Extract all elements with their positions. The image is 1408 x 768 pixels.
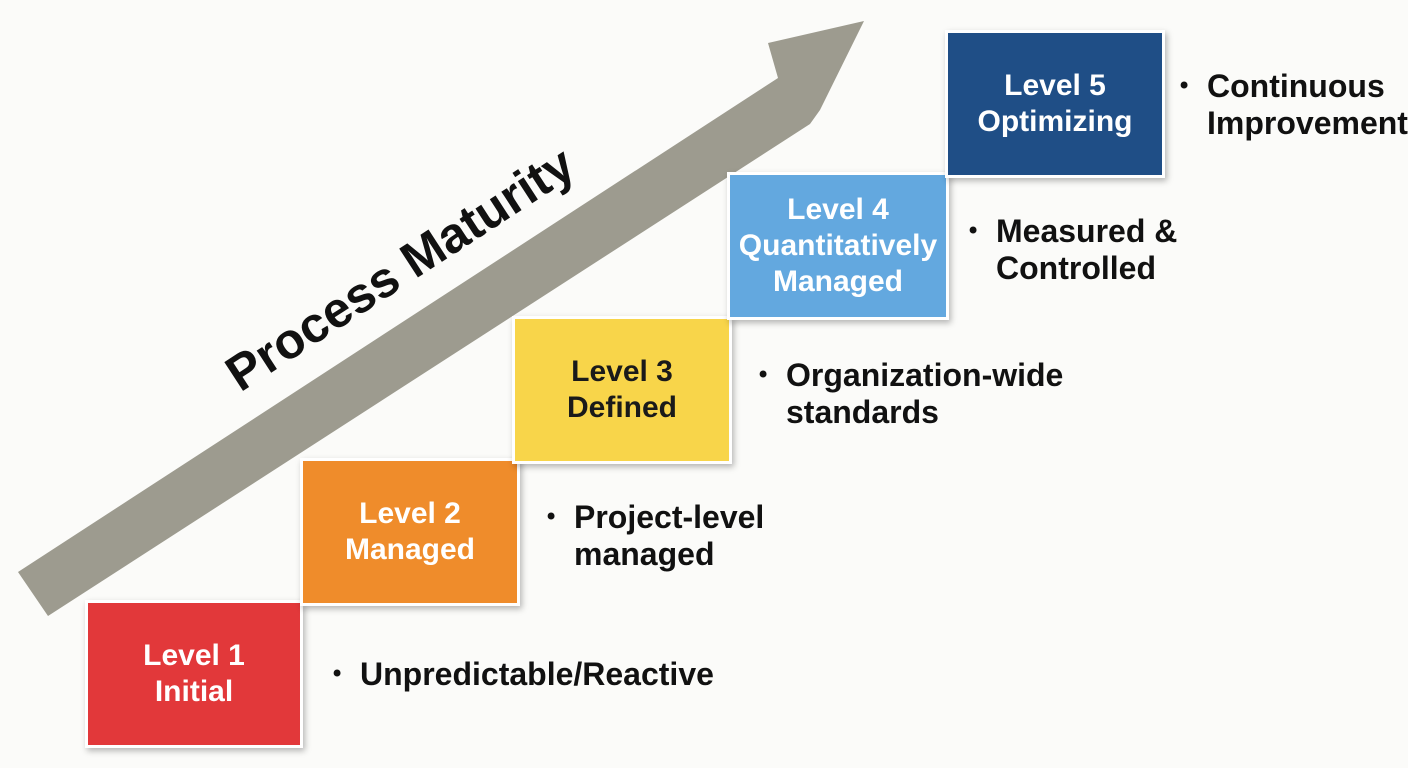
- level-2-description-line-2: managed: [574, 536, 715, 572]
- bullet-icon: •: [756, 361, 771, 389]
- level-5-description-line-1: Continuous: [1207, 68, 1385, 104]
- level-5-number: Level 5: [1004, 69, 1106, 102]
- level-2-number: Level 2: [359, 497, 461, 530]
- level-1-box: Level 1 Initial: [85, 600, 303, 748]
- level-3-box: Level 3 Defined: [512, 316, 732, 464]
- level-3-number: Level 3: [571, 355, 673, 388]
- level-5-description: • Continuous Improvement: [1177, 68, 1408, 142]
- bullet-icon: •: [1177, 72, 1192, 100]
- level-3-description: • Organization-wide standards: [756, 357, 1063, 431]
- level-4-description-line-1: Measured &: [996, 213, 1178, 249]
- bullet-icon: •: [966, 217, 981, 245]
- level-3-description-line-1: Organization-wide: [786, 357, 1064, 393]
- level-4-name-line-2: Managed: [772, 265, 904, 298]
- level-1-description-line-1: Unpredictable/Reactive: [360, 656, 714, 692]
- level-2-box: Level 2 Managed: [300, 458, 520, 606]
- level-4-name-line-1: Quantitatively: [738, 229, 938, 262]
- level-5-description-line-2: Improvement: [1207, 105, 1408, 141]
- level-5-box: Level 5 Optimizing: [945, 30, 1165, 178]
- level-4-box: Level 4 Quantitatively Managed: [727, 172, 949, 320]
- level-4-description: • Measured & Controlled: [966, 213, 1177, 287]
- level-3-description-line-2: standards: [786, 394, 939, 430]
- level-5-name: Optimizing: [977, 105, 1133, 138]
- bullet-icon: •: [544, 503, 559, 531]
- level-2-description: • Project-level managed: [544, 499, 764, 573]
- level-4-number: Level 4: [787, 193, 889, 226]
- level-1-name: Initial: [154, 675, 234, 708]
- level-3-name: Defined: [566, 391, 677, 424]
- level-4-description-line-2: Controlled: [996, 250, 1156, 286]
- level-1-number: Level 1: [143, 639, 245, 672]
- arrow-shape: [18, 21, 864, 616]
- level-2-name: Managed: [344, 533, 476, 566]
- level-1-description: • Unpredictable/Reactive: [330, 656, 714, 693]
- level-2-description-line-1: Project-level: [574, 499, 765, 535]
- bullet-icon: •: [330, 660, 345, 688]
